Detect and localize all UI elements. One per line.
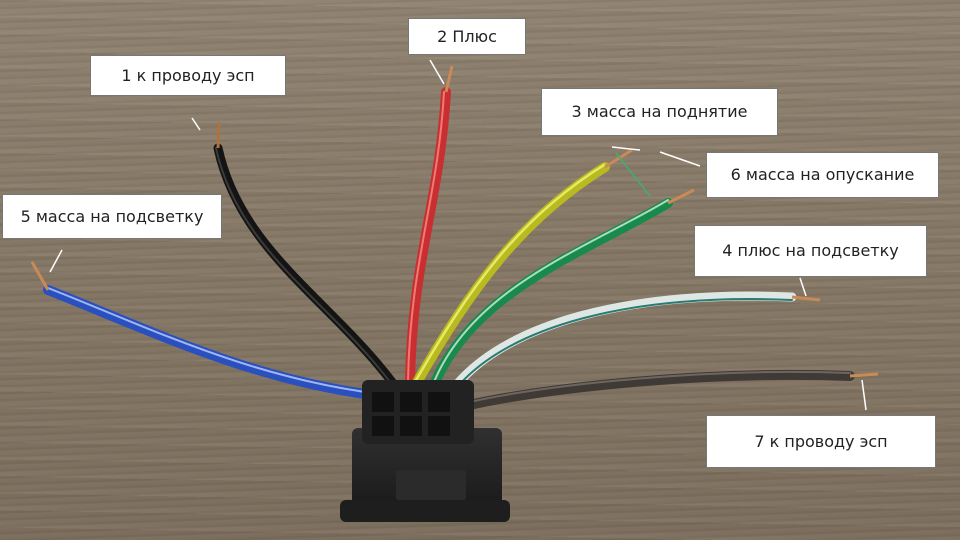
wire-green-6	[427, 188, 695, 395]
wire-white-4	[443, 291, 821, 401]
callout-arrows	[49, 59, 867, 411]
label-pin-3: 3 масса на поднятие	[541, 88, 778, 136]
wire-blue-5	[30, 261, 385, 401]
wire-gray-7	[445, 369, 879, 415]
label-pin-7: 7 к проводу эсп	[706, 415, 936, 468]
label-pin-5: 5 масса на подсветку	[2, 194, 222, 239]
label-pin-6: 6 масса на опускание	[706, 152, 939, 198]
wire-yellow-3	[411, 148, 633, 389]
label-pin-4: 4 плюс на подсветку	[694, 225, 927, 277]
wire-red-2	[405, 65, 454, 387]
label-pin-2: 2 Плюс	[408, 18, 526, 55]
wire-black-1	[213, 121, 397, 387]
connector-body	[340, 380, 510, 522]
label-pin-1: 1 к проводу эсп	[90, 55, 286, 96]
